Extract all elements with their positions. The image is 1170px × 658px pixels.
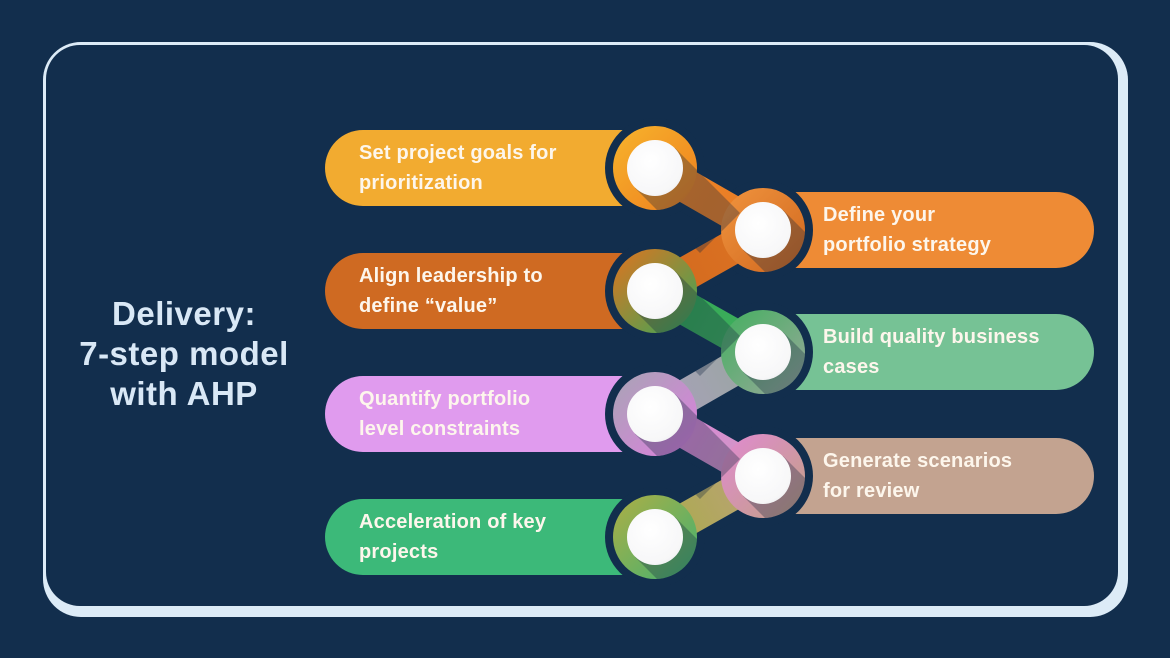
step-pill-6: Generate scenarios for review <box>716 438 1094 514</box>
step-7-label-line-1: Acceleration of key <box>359 511 547 533</box>
step-pill-4: Build quality business cases <box>716 314 1094 390</box>
title-line-1: Delivery: <box>112 295 256 332</box>
step-pill-5: Quantify portfolio level constraints <box>325 376 662 452</box>
step-1-label-line-2: prioritization <box>359 172 483 194</box>
title-line-3: with AHP <box>110 375 258 412</box>
step-2-label-line-2: portfolio strategy <box>823 234 992 256</box>
step-3-label-line-1: Align leadership to <box>359 265 543 287</box>
step-3-label-line-2: define “value” <box>359 295 498 317</box>
step-pill-3: Align leadership to define “value” <box>325 253 662 329</box>
step-pill-1: Set project goals for prioritization <box>325 130 662 206</box>
step-6-label-line-2: for review <box>823 480 920 502</box>
step-4-label-line-1: Build quality business <box>823 326 1040 348</box>
step-pill-2: Define your portfolio strategy <box>716 192 1094 268</box>
step-1-label-line-1: Set project goals for <box>359 142 557 164</box>
step-4-label-line-2: cases <box>823 356 880 378</box>
step-5-label-line-1: Quantify portfolio <box>359 388 531 410</box>
step-2-label-line-1: Define your <box>823 204 936 226</box>
page-title: Delivery: 7-step model with AHP <box>48 294 320 414</box>
step-7-label-line-2: projects <box>359 541 439 563</box>
step-5-label-line-2: level constraints <box>359 418 521 440</box>
step-pill-7: Acceleration of key projects <box>325 499 662 575</box>
step-6-label-line-1: Generate scenarios <box>823 450 1013 472</box>
title-line-2: 7-step model <box>79 335 289 372</box>
